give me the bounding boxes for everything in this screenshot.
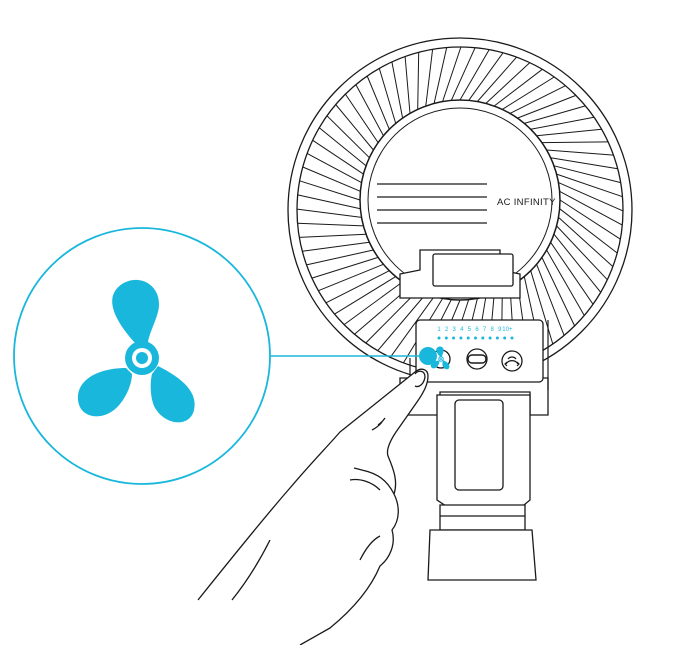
fan-guard-spoke <box>554 166 621 183</box>
speed-indicator-dot <box>445 337 448 340</box>
fan-guard-spoke <box>426 49 433 106</box>
fan-guard-spoke <box>517 95 576 118</box>
fan-guard-spoke <box>557 226 608 280</box>
fan-guard-spoke <box>551 242 593 304</box>
fan-stand <box>400 378 548 580</box>
fan-guard-spoke <box>367 76 389 129</box>
speed-indicator-dot <box>481 337 484 340</box>
fan-guard-spoke <box>547 150 614 155</box>
hub-mount-window <box>433 254 513 286</box>
fan-guard-spoke <box>356 85 384 136</box>
speed-level-label: 10+ <box>502 327 513 333</box>
fan-guard-spoke <box>542 142 608 143</box>
usb-c-port-icon <box>468 355 486 363</box>
speed-indicator-dot <box>496 337 499 340</box>
fan-guard-spoke <box>303 167 361 191</box>
fan-guard-spoke <box>297 209 362 217</box>
fan-guard-spoke <box>307 153 361 182</box>
fan-guard-spoke <box>302 242 369 251</box>
oscillation-button[interactable] <box>502 351 522 371</box>
speed-indicator-dot <box>503 337 506 340</box>
speed-indicator-dot <box>474 337 477 340</box>
fan-guard-spoke <box>392 62 403 118</box>
stand-base <box>428 530 536 580</box>
fan-guard-spoke <box>299 234 366 237</box>
fan-guard-spoke <box>477 57 516 101</box>
fan-guard-spoke <box>312 257 378 278</box>
fan-guard-spoke <box>537 129 602 135</box>
speed-indicator-dot <box>459 337 462 340</box>
fan-guard-spoke <box>298 223 364 226</box>
fan-guard-spoke <box>560 209 618 253</box>
speed-indicator-dot <box>452 337 455 340</box>
fan-guard-spoke <box>307 250 374 265</box>
zoom-callout <box>14 228 270 484</box>
speed-indicator-dot <box>511 337 514 340</box>
fan-guard-spoke <box>335 277 396 315</box>
fan-guard-spoke <box>486 63 530 104</box>
fan-guard-spoke <box>418 52 419 109</box>
speed-indicator-dot <box>467 337 470 340</box>
button-highlight-dot <box>419 347 437 365</box>
stand-collar <box>440 505 525 530</box>
fan-guard-spoke <box>318 264 383 290</box>
fan-guard-spoke <box>557 174 623 197</box>
speed-indicator-dot <box>489 337 492 340</box>
stand-pillar-slot <box>455 400 503 490</box>
fan-guard-spoke <box>451 48 475 101</box>
fan-guard-spoke <box>559 183 624 211</box>
fan-guard-spoke <box>554 234 601 292</box>
fan-guard-spoke <box>405 57 410 114</box>
fan-guard-spoke <box>379 68 395 123</box>
speed-indicator-dot <box>438 337 441 340</box>
usb-c-port-button[interactable] <box>467 349 487 369</box>
brand-label: AC INFINITY <box>497 197 556 208</box>
fan-guard-spoke <box>559 217 613 266</box>
